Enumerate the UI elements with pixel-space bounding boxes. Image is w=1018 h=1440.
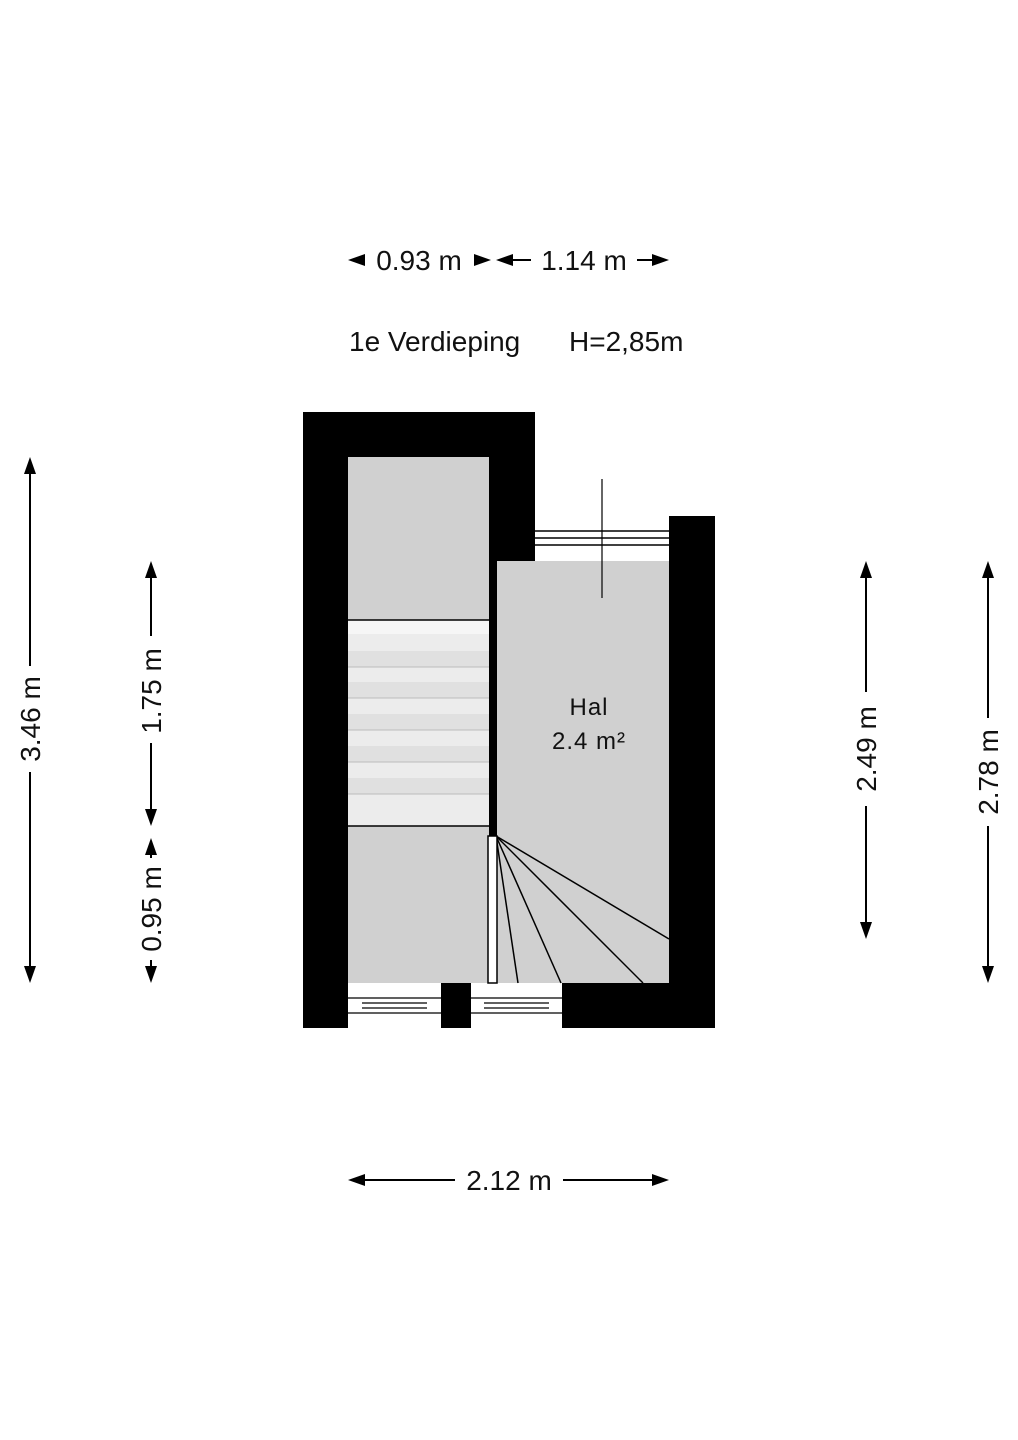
walls [303, 412, 715, 1028]
stair-newel [487, 835, 498, 984]
room-area-hal: 2.4 m² [552, 728, 626, 755]
dimension-top-left: 0.93 m [348, 245, 491, 276]
svg-text:2.78 m: 2.78 m [973, 729, 1004, 815]
svg-text:0.93 m: 0.93 m [376, 245, 462, 276]
dimension-bottom: 2.12 m [348, 1165, 669, 1196]
floor-height: H=2,85m [569, 326, 683, 357]
svg-text:1.14 m: 1.14 m [541, 245, 627, 276]
dimension-right-inner: 2.49 m [851, 561, 882, 939]
dimension-left-outer: 3.46 m [15, 457, 46, 983]
hal-floor [497, 561, 669, 983]
window-top [535, 479, 669, 598]
stair-floor-upper [348, 457, 489, 620]
dimension-top-right: 1.14 m [496, 245, 669, 276]
dimension-left-upper: 1.75 m [136, 561, 167, 826]
svg-text:2.12 m: 2.12 m [466, 1165, 552, 1196]
room-name-hal: Hal [569, 694, 608, 721]
floor-title: 1e Verdieping [349, 326, 520, 357]
svg-text:1.75 m: 1.75 m [136, 648, 167, 734]
stair-floor-lower [348, 826, 489, 983]
winding-stair [487, 835, 670, 984]
svg-text:2.49 m: 2.49 m [851, 706, 882, 792]
dimension-right-outer: 2.78 m [973, 561, 1004, 983]
window-bottom-left [348, 997, 441, 1014]
straight-stair [348, 619, 489, 827]
svg-text:3.46 m: 3.46 m [15, 676, 46, 762]
dimension-left-lower: 0.95 m [136, 838, 167, 983]
window-bottom-right [471, 997, 562, 1014]
svg-text:0.95 m: 0.95 m [136, 866, 167, 952]
